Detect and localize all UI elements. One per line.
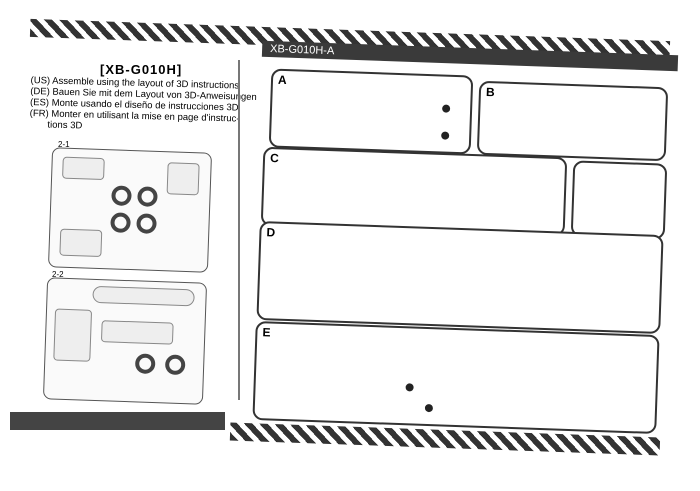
page-title: [XB-G010H] [100,62,183,77]
step-marker [405,383,414,392]
body-part [166,162,200,196]
tire-part [137,186,158,207]
tire-part [136,213,157,234]
tire-part [164,354,186,376]
panel-label: A [277,72,287,88]
panel-label: D [266,225,276,240]
panel-d: D [256,220,664,335]
body-part [100,320,174,345]
panel-e: E [252,320,660,435]
body-part [53,308,93,362]
panel-label: C [269,150,279,166]
parts-sheet-2-2 [42,277,208,405]
panel-a: A [268,68,474,155]
tire-part [134,353,156,375]
panel-label: E [262,325,271,340]
parts-sheet-2-1 [47,147,213,273]
page-binding [238,60,240,400]
bottom-hatch-stripe [10,412,225,430]
step-marker [441,131,450,140]
tire-part [110,212,131,234]
step-marker [424,403,434,413]
sheet-label: 2-2 [52,270,64,279]
body-part [59,228,103,258]
step-marker [442,104,451,113]
panel-c-result [570,160,668,240]
sheet-label: 2-1 [58,140,70,149]
instructions-text: (US) Assemble using the layout of 3D ins… [29,75,257,136]
panel-label: B [485,84,495,100]
body-part [92,285,195,307]
body-part [62,156,105,181]
panel-b: B [476,80,669,162]
header-text: XB-G010H-A [269,43,335,58]
tire-part [111,185,132,207]
